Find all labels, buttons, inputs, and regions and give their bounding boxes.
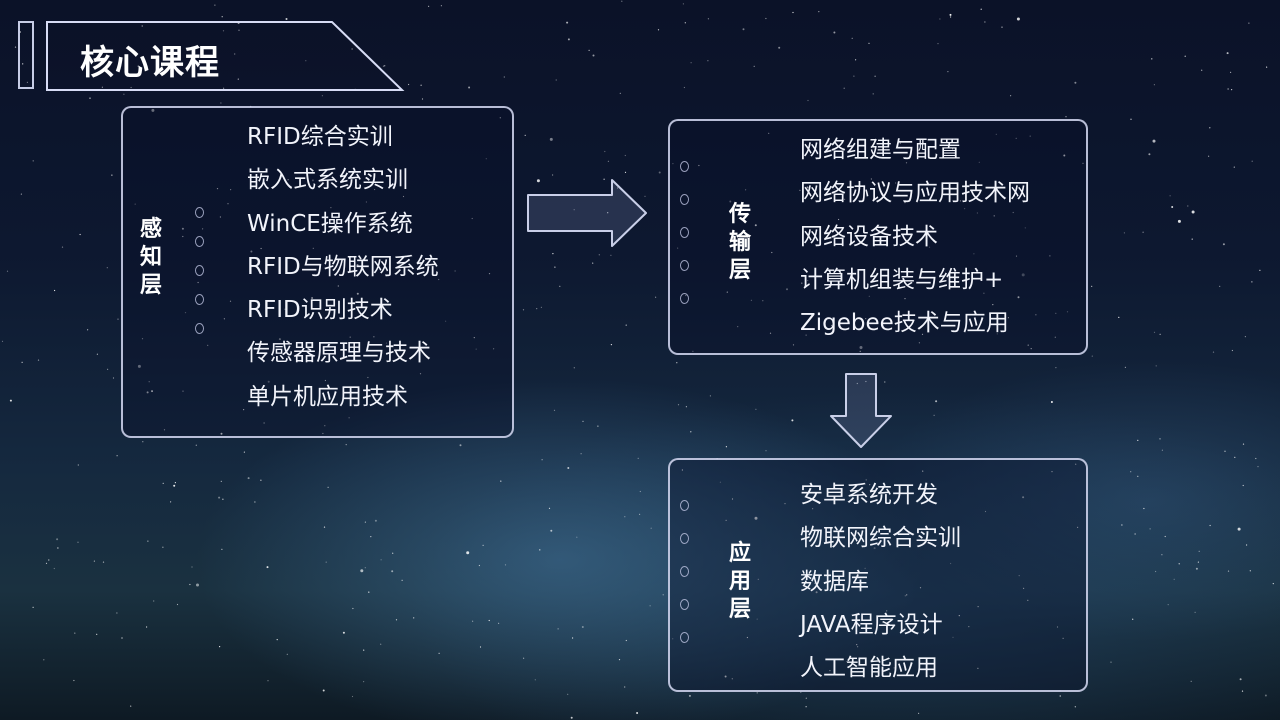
course-item: 网络协议与应用技术网 xyxy=(800,180,1030,207)
ring-decoration xyxy=(677,161,693,326)
arrow-down-icon xyxy=(830,373,892,448)
course-item: 网络设备技术 xyxy=(800,223,938,250)
course-item: 物联网综合实训 xyxy=(800,525,961,552)
course-item: RFID与物联网系统 xyxy=(247,253,439,280)
course-item: RFID综合实训 xyxy=(247,124,393,150)
course-item: JAVA程序设计 xyxy=(800,611,943,638)
title-frame: 核心课程 xyxy=(46,21,406,91)
perception-course-list: RFID综合实训 嵌入式系统实训 WinCE操作系统 RFID与物联网系统 RF… xyxy=(247,120,439,423)
course-item: 数据库 xyxy=(800,568,869,595)
transport-layer-panel: 传 输 层 网络组建与配置 网络协议与应用技术网 网络设备技术 计算机组装与维护… xyxy=(668,119,1088,355)
transport-course-list: 网络组建与配置 网络协议与应用技术网 网络设备技术 计算机组装与维护+ Zige… xyxy=(800,133,1030,349)
course-item: Zigebee技术与应用 xyxy=(800,310,1009,337)
course-item: RFID识别技术 xyxy=(247,297,393,324)
course-item: 安卓系统开发 xyxy=(800,482,938,508)
application-layer-label: 应 用 层 xyxy=(728,541,751,622)
title-accent-bar xyxy=(18,21,34,89)
course-item: 嵌入式系统实训 xyxy=(247,167,408,194)
application-course-list: 安卓系统开发 物联网综合实训 数据库 JAVA程序设计 人工智能应用 xyxy=(800,478,961,694)
course-item: 单片机应用技术 xyxy=(247,383,408,410)
course-item: 传感器原理与技术 xyxy=(247,340,431,367)
ring-decoration xyxy=(677,500,693,665)
course-item: 网络组建与配置 xyxy=(800,137,961,163)
page-title: 核心课程 xyxy=(80,43,220,83)
perception-layer-panel: 感 知 层 RFID综合实训 嵌入式系统实训 WinCE操作系统 RFID与物联… xyxy=(121,106,514,438)
course-item: 人工智能应用 xyxy=(800,655,938,682)
arrow-right-icon xyxy=(527,179,647,247)
application-layer-panel: 应 用 层 安卓系统开发 物联网综合实训 数据库 JAVA程序设计 人工智能应用 xyxy=(668,458,1088,692)
course-item: 计算机组装与维护+ xyxy=(800,266,1004,293)
transport-layer-label: 传 输 层 xyxy=(728,202,751,283)
perception-layer-label: 感 知 层 xyxy=(139,217,162,298)
course-item: WinCE操作系统 xyxy=(247,210,413,237)
ring-decoration xyxy=(192,207,208,352)
